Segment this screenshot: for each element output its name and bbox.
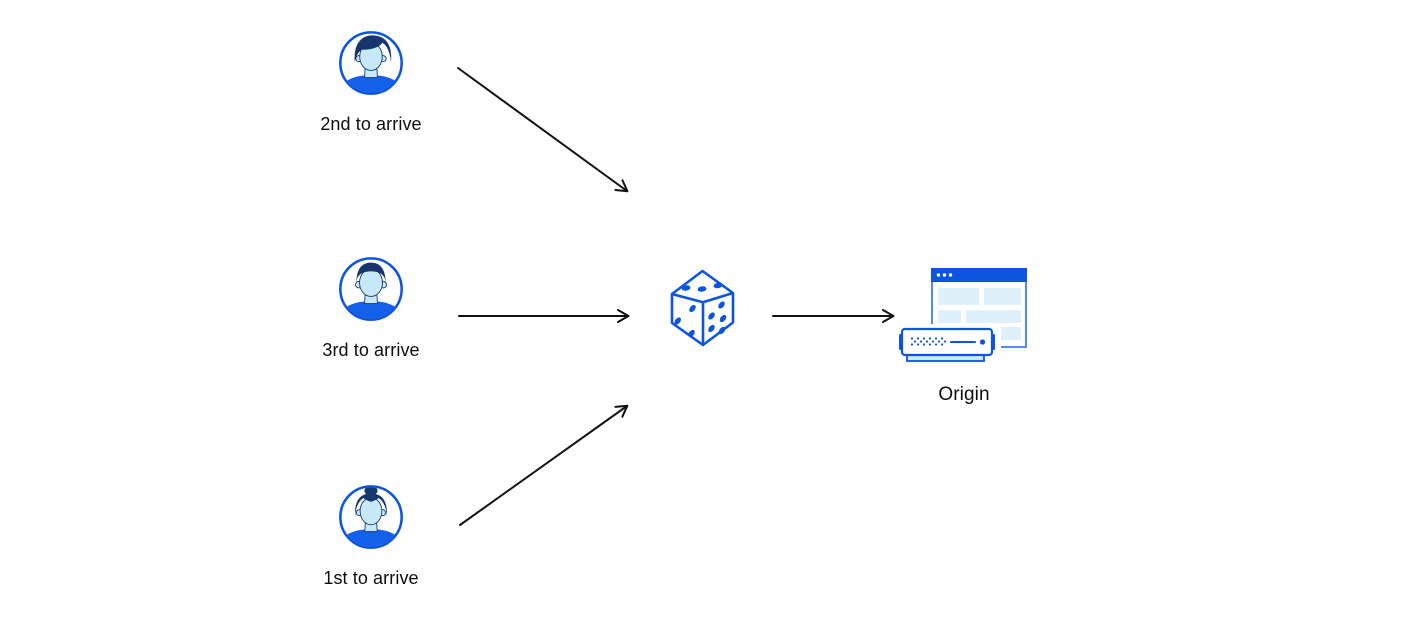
arrow-visitor-2nd-to-dice bbox=[457, 67, 629, 193]
man-avatar-icon bbox=[339, 31, 403, 95]
visitor-node-2nd: 2nd to arrive bbox=[301, 30, 441, 135]
random-selector-node bbox=[670, 269, 735, 352]
dice-icon bbox=[670, 269, 735, 347]
server-appliance bbox=[898, 324, 1001, 362]
woman-avatar-icon bbox=[339, 485, 403, 549]
visitor-node-3rd: 3rd to arrive bbox=[301, 256, 441, 361]
visitor-node-1st: 1st to arrive bbox=[301, 484, 441, 589]
visitor-label-2nd: 2nd to arrive bbox=[320, 114, 422, 134]
origin-server-icon bbox=[898, 268, 1027, 362]
browser-titlebar bbox=[931, 268, 1027, 282]
visitor-label-1st: 1st to arrive bbox=[323, 568, 419, 588]
origin-node: Origin bbox=[898, 264, 1030, 406]
origin-label: Origin bbox=[938, 384, 990, 405]
visitor-label-3rd: 3rd to arrive bbox=[322, 340, 420, 360]
arrow-visitor-1st-to-dice bbox=[459, 404, 629, 526]
man-avatar-icon bbox=[339, 257, 403, 321]
